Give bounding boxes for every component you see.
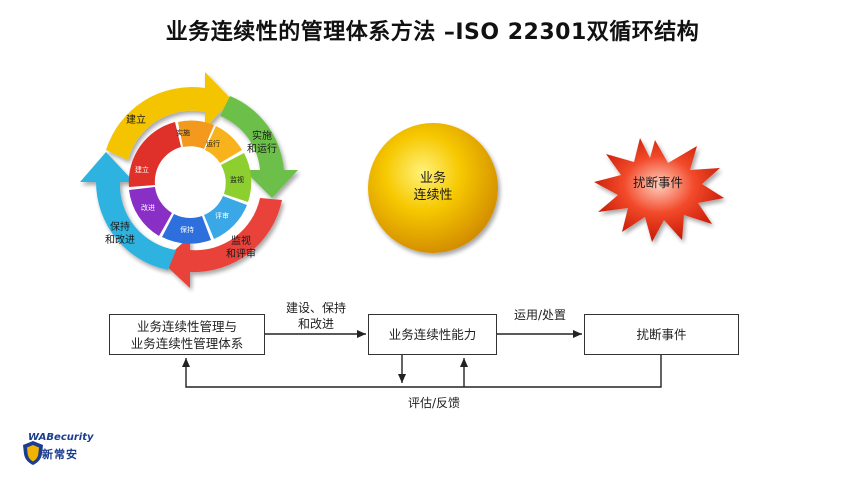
- disruption-starburst: [594, 138, 724, 242]
- outer-label-maintain-2: 和改进: [105, 233, 135, 246]
- page-title: 业务连续性的管理体系方法 –ISO 22301双循环结构: [165, 20, 700, 45]
- flow-label-build-maintain: 建设、保持 和改进: [270, 300, 362, 332]
- outer-label-monitor-2: 和评审: [226, 247, 256, 260]
- outer-arc-monitor: [162, 198, 282, 288]
- outer-arc-build: [106, 72, 232, 160]
- flow-box-capability-label: 业务连续性能力: [388, 327, 477, 342]
- flow-box-management: 业务连续性管理与 业务连续性管理体系: [109, 314, 265, 355]
- outer-arc-maintain: [80, 152, 176, 270]
- feedback-loop-line: [182, 355, 662, 388]
- inner-label-implement: 实施: [176, 128, 190, 137]
- outer-label-implement-1: 实施: [252, 129, 272, 142]
- inner-seg-monitor: [221, 153, 252, 202]
- flow-box-capability: 业务连续性能力: [368, 314, 497, 355]
- shield-icon: [23, 441, 43, 465]
- sphere-label-2: 连续性: [413, 187, 452, 203]
- flow-label-feedback: 评估/反馈: [407, 396, 461, 410]
- outer-label-build: 建立: [126, 113, 146, 126]
- outer-label-maintain-1: 保持: [110, 220, 130, 233]
- inner-hub: [155, 147, 225, 217]
- flow-label-apply-handle: 运用/处置: [513, 308, 567, 322]
- business-continuity-sphere: [368, 123, 498, 253]
- outer-cycle: [80, 72, 298, 288]
- inner-seg-review: [204, 196, 247, 239]
- flow-label-build-maintain-1: 建设、保持: [285, 301, 346, 315]
- flow-box-management-line1: 业务连续性管理与: [136, 318, 237, 334]
- flow-label-build-maintain-2: 和改进: [297, 317, 334, 331]
- inner-ring: [128, 120, 252, 244]
- logo-text-1: WABecurity: [28, 432, 94, 443]
- outer-label-monitor-1: 监视: [231, 234, 251, 247]
- flow-box-management-line2: 业务连续性管理体系: [130, 335, 244, 351]
- inner-label-improve: 改进: [141, 203, 155, 212]
- inner-label-operate: 运行: [206, 139, 220, 148]
- inner-label-review: 评审: [215, 211, 229, 220]
- inner-seg-operate: [205, 126, 242, 163]
- inner-label-build: 建立: [135, 165, 149, 174]
- outer-label-implement-2: 和运行: [247, 142, 277, 155]
- inner-seg-improve: [129, 187, 172, 236]
- inner-label-maintain: 保持: [180, 225, 194, 234]
- outer-arc-implement: [220, 96, 298, 198]
- inner-seg-build: [128, 122, 181, 187]
- inner-label-monitor: 监视: [230, 175, 244, 184]
- inner-seg-maintain: [162, 214, 211, 244]
- logo-text-2: 新常安: [42, 448, 78, 461]
- starburst-label: 扰断事件: [633, 175, 683, 190]
- company-logo: WABecurity 新常安: [22, 432, 102, 466]
- flow-box-disruption: 扰断事件: [584, 314, 739, 355]
- sphere-label-1: 业务: [420, 170, 446, 186]
- inner-seg-implement: [178, 120, 214, 149]
- flow-box-disruption-label: 扰断事件: [636, 327, 687, 342]
